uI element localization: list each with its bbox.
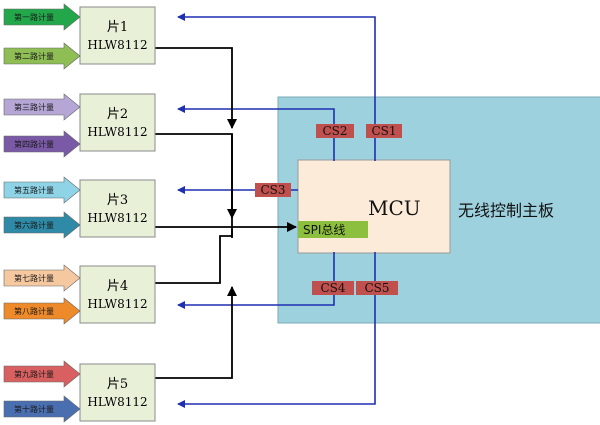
chip-1-part: HLW8112	[87, 38, 147, 52]
input-arrow-2: 第二路计量	[3, 42, 81, 70]
input-arrow-5: 第五路计量	[3, 176, 81, 204]
input-arrow-6: 第六路计量	[3, 211, 81, 239]
input-arrow-3: 第三路计量	[3, 93, 81, 121]
chip-5-name: 片5	[107, 377, 128, 392]
svg-text:CS2: CS2	[322, 124, 347, 138]
input-label-9: 第九路计量	[14, 369, 54, 379]
chip-2-part: HLW8112	[87, 125, 147, 139]
svg-text:SPI总线: SPI总线	[303, 223, 345, 237]
input-arrow-7: 第七路计量	[3, 264, 81, 292]
cs4-line	[177, 252, 335, 309]
chip-3-part: HLW8112	[87, 211, 147, 225]
input-label-4: 第四路计量	[14, 139, 54, 149]
chip-3-name: 片3	[107, 193, 128, 208]
chip-2-name: 片2	[107, 107, 128, 122]
board-label: 无线控制主板	[458, 201, 554, 220]
svg-text:CS5: CS5	[364, 281, 389, 295]
svg-text:CS1: CS1	[371, 124, 396, 138]
chip-group: 片1HLW8112片2HLW8112片3HLW8112片4HLW8112片5HL…	[79, 6, 156, 422]
spi-badge: SPI总线	[298, 221, 368, 238]
input-label-3: 第三路计量	[14, 102, 54, 112]
input-arrow-9: 第九路计量	[3, 360, 81, 388]
cs1-badge: CS1	[366, 124, 402, 138]
svg-text:CS3: CS3	[260, 183, 285, 197]
cs2-badge: CS2	[316, 124, 354, 138]
input-label-10: 第十路计量	[14, 404, 54, 414]
input-label-1: 第一路计量	[14, 12, 54, 22]
chip-5-part: HLW8112	[87, 395, 147, 409]
input-arrow-group: 第一路计量第二路计量第三路计量第四路计量第五路计量第六路计量第七路计量第八路计量…	[3, 3, 81, 423]
chip-4-name: 片4	[107, 279, 128, 294]
input-arrow-4: 第四路计量	[3, 130, 81, 158]
bus-chip1	[155, 47, 237, 129]
cs1-line	[177, 13, 376, 161]
input-label-7: 第七路计量	[14, 273, 54, 283]
spi-bus-lines	[155, 47, 297, 379]
input-arrow-1: 第一路计量	[3, 3, 81, 31]
chip-select-lines	[177, 13, 376, 408]
cs5-badge: CS5	[356, 281, 398, 295]
bus-chip5	[155, 286, 237, 379]
bus-chip4	[155, 229, 233, 284]
input-label-5: 第五路计量	[14, 185, 54, 195]
cs2-line	[177, 105, 335, 161]
input-label-8: 第八路计量	[14, 306, 54, 316]
cs3-badge: CS3	[255, 183, 291, 197]
svg-text:CS4: CS4	[320, 281, 345, 295]
input-arrow-8: 第八路计量	[3, 297, 81, 325]
cs5-line	[177, 252, 376, 408]
input-arrow-10: 第十路计量	[3, 395, 81, 423]
chip-1-name: 片1	[107, 20, 128, 35]
chip-4-part: HLW8112	[87, 297, 147, 311]
input-label-2: 第二路计量	[14, 51, 54, 61]
mcu-label: MCU	[368, 196, 421, 220]
input-label-6: 第六路计量	[14, 220, 54, 230]
cs4-badge: CS4	[312, 281, 354, 295]
bus-chip2	[155, 133, 237, 219]
